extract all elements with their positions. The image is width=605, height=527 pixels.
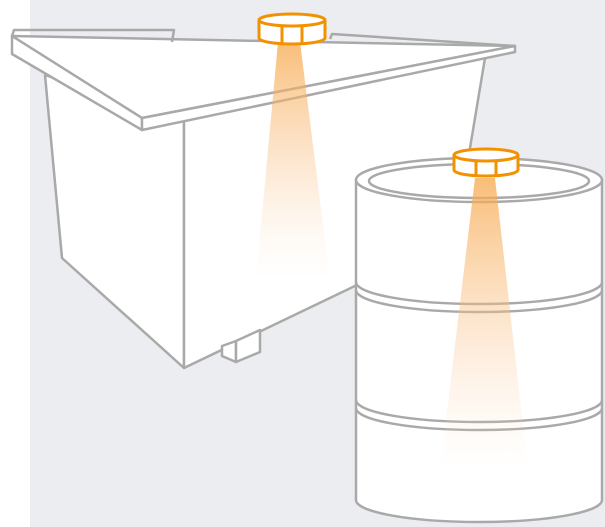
tank-lid-right-edge: [140, 44, 517, 132]
drum-radar-beam: [440, 178, 528, 470]
tank-radar-beam: [256, 42, 330, 280]
tank-drain-outlet-front: [234, 328, 262, 364]
tank: [10, 28, 517, 370]
radar-level-sensor-icon: [257, 12, 327, 46]
radar-level-sensor-icon: [452, 147, 520, 178]
tank-lid-back-lip-right: [328, 32, 516, 48]
tank-lid-back-lip: [10, 28, 176, 43]
tank-drain-outlet: [220, 339, 238, 364]
